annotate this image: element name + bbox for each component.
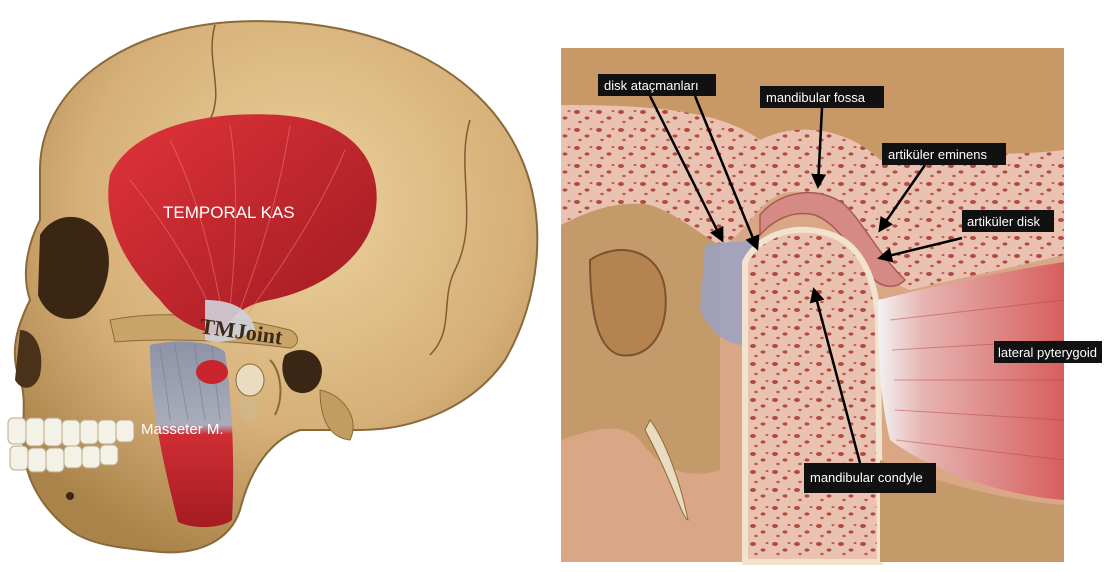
temporal-muscle-label: TEMPORAL KAS [163,203,295,222]
mandibular-fossa-label: mandibular fossa [766,90,866,105]
mandibular-condyle-label: mandibular condyle [810,470,923,485]
lateral-pterygoid-label: lateral pyterygoid [998,345,1097,360]
upper-teeth [8,418,134,446]
disk-attachments-label: disk ataçmanları [604,78,699,93]
condyle [745,230,880,562]
articular-eminence-label: artiküler eminens [888,147,987,162]
mental-foramen [66,492,74,500]
masseter-muscle-label: Masseter M. [141,421,224,438]
articular-disc-label: artiküler disk [967,214,1040,229]
